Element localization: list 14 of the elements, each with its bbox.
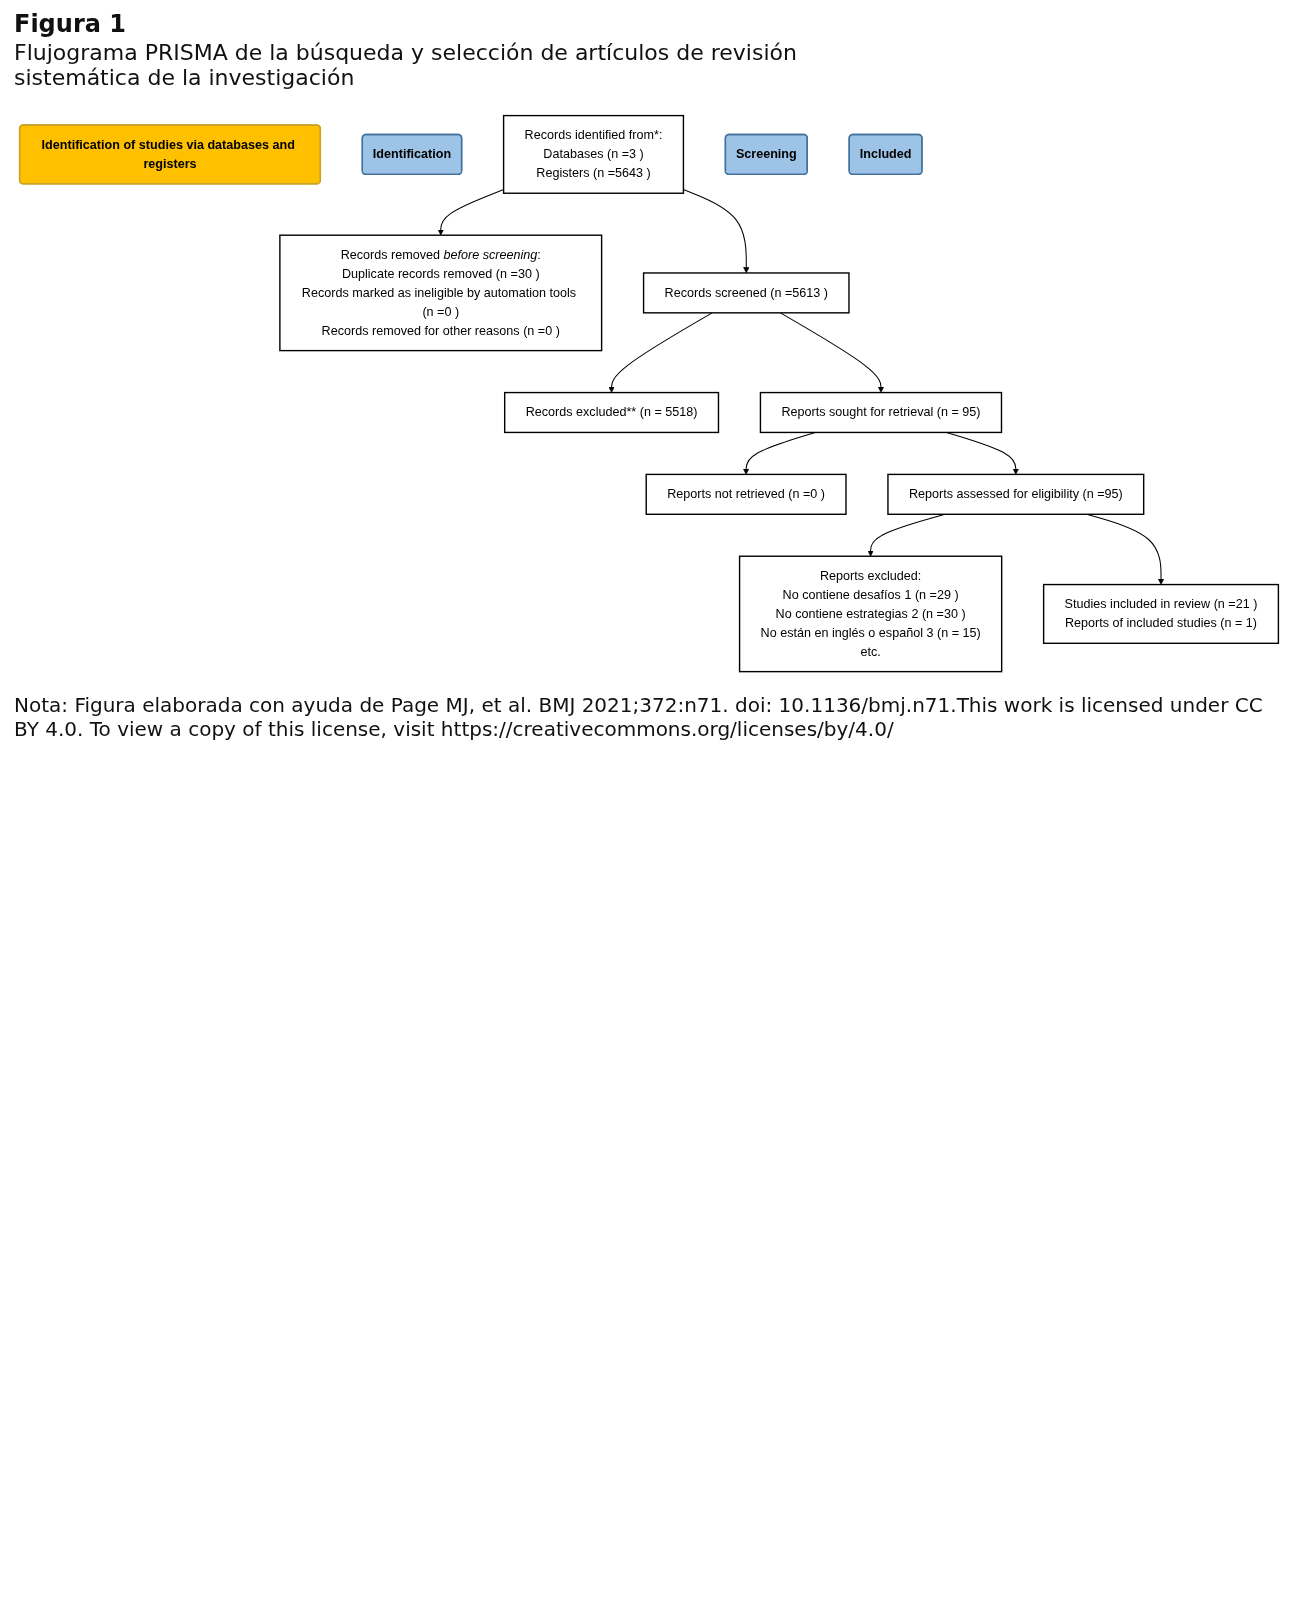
node-box: Reports excluded: No contiene desafíos 1 (n =29 ) No contiene estrategias 2 (n =30 ) No están en inglés o español 3 (n = 15) etc. bbox=[738, 555, 1003, 673]
node-box: Reports sought for retrieval (n = 95) bbox=[759, 391, 1003, 434]
node-box: Reports assessed for eligibility (n =95) bbox=[887, 473, 1145, 515]
node-box: Records screened (n =5613 ) bbox=[642, 272, 850, 314]
figure-subtitle: Flujograma PRISMA de la búsqueda y selección de artículos de revisión sistemática de la investigación bbox=[14, 40, 798, 90]
arrow bbox=[608, 312, 713, 393]
node-box: Reports not retrieved (n =0 ) bbox=[645, 473, 847, 515]
node-box: Records removed before screening: Duplicate records removed (n =30 ) Records marked as ineligible by automation tools (n =0 ) Records removed for other reasons (n =0 ) bbox=[279, 234, 603, 352]
node-box: Studies included in review (n =21 ) Reports of included studies (n = 1) bbox=[1042, 583, 1280, 644]
node-box: Records identified from*: Databases (n =3 ) Registers (n =5643 ) bbox=[502, 114, 685, 194]
figure-caption: Nota: Figura elaborada con ayuda de Page MJ, et al. BMJ 2021;372:n71. doi: 10.1136/bmj.n71.This work is licensed under CC BY 4.0. To view a copy of this license, visit https://creativecommons.org/licenses/by/4.0/ bbox=[14, 693, 1264, 742]
figure-title: Figura 1 bbox=[14, 10, 127, 38]
node-box: Records excluded** (n = 5518) bbox=[504, 391, 720, 434]
arrow bbox=[779, 312, 885, 393]
